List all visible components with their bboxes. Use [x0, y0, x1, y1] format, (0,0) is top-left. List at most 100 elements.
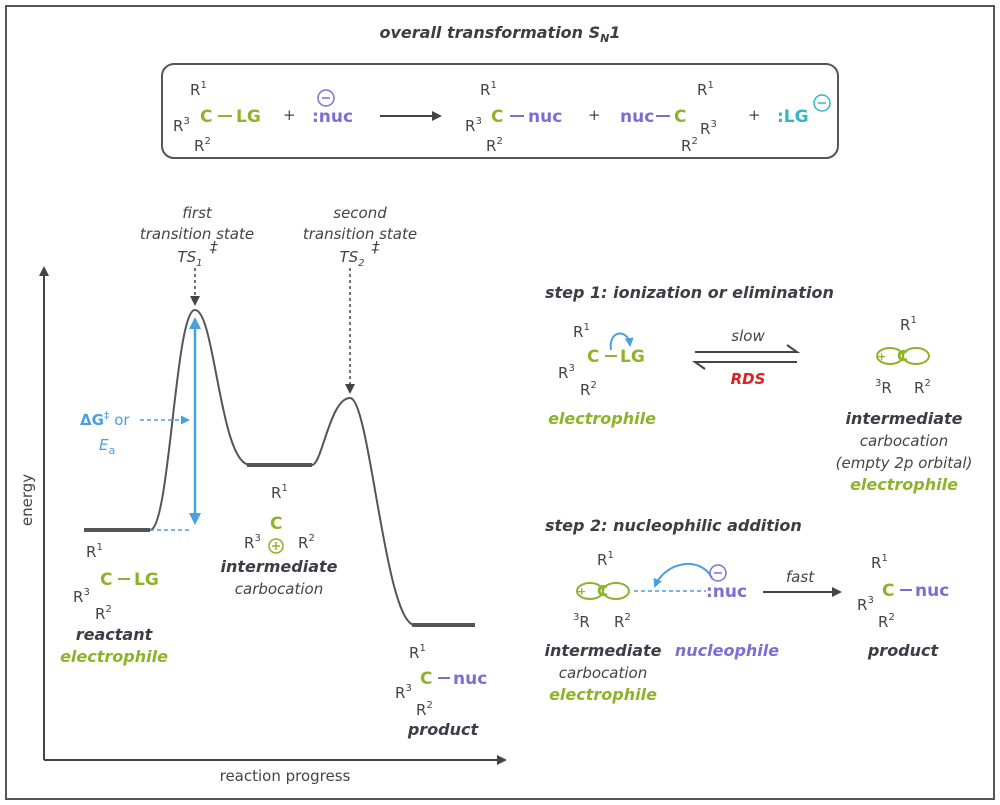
- svg-text:R2: R2: [681, 136, 698, 155]
- step1-product: R1 + C 3R R2 intermediate carbocation (e…: [836, 315, 973, 494]
- svg-text:R3: R3: [173, 116, 190, 135]
- svg-text:R2: R2: [95, 604, 112, 623]
- svg-text::LG: :LG: [777, 107, 809, 127]
- overall-leaving-group: :LG: [777, 94, 831, 127]
- svg-text:R2: R2: [486, 136, 503, 155]
- svg-text:electrophile: electrophile: [548, 409, 656, 428]
- svg-text:carbocation: carbocation: [860, 432, 948, 450]
- plus-3: +: [748, 106, 761, 124]
- svg-text::nuc: :nuc: [312, 107, 353, 127]
- svg-text:nuc: nuc: [528, 107, 562, 127]
- svg-text:second: second: [333, 204, 387, 222]
- svg-text:R3: R3: [700, 119, 717, 138]
- activation-energy-label: ΔG‡ or Ea: [80, 409, 130, 457]
- svg-text:product: product: [407, 720, 480, 739]
- svg-text:R1: R1: [871, 553, 888, 572]
- svg-text:LG: LG: [134, 570, 159, 590]
- svg-text:‡: ‡: [209, 238, 218, 256]
- svg-text:reactant: reactant: [76, 625, 154, 644]
- svg-text:R1: R1: [900, 315, 917, 334]
- svg-text::nuc: :nuc: [706, 582, 747, 602]
- step1-reactant: R1 R3 R2 C LG electrophile: [548, 322, 656, 428]
- svg-text:C: C: [200, 107, 212, 127]
- svg-text:intermediate: intermediate: [544, 641, 661, 660]
- step2-product: R1 R3 R2 C nuc product: [857, 553, 949, 660]
- intermediate-structure: R1 R3 R2 C intermediate carbocation: [220, 483, 337, 598]
- svg-text:R3: R3: [465, 116, 482, 135]
- step2-forward-arrow: fast: [763, 568, 842, 597]
- svg-text:electrophile: electrophile: [60, 647, 168, 666]
- svg-text:R2: R2: [914, 378, 931, 397]
- svg-text:carbocation: carbocation: [559, 664, 647, 682]
- svg-text:C: C: [491, 107, 503, 127]
- svg-text:intermediate: intermediate: [220, 557, 337, 576]
- svg-text:LG: LG: [236, 107, 261, 127]
- svg-text:C: C: [897, 347, 908, 365]
- svg-text:electrophile: electrophile: [850, 475, 958, 494]
- svg-text:C: C: [882, 581, 894, 601]
- step2-carbocation: R1 + C 3R R2 intermediate carbocation el…: [544, 550, 661, 704]
- svg-text:RDS: RDS: [731, 370, 766, 388]
- svg-text:+: +: [577, 585, 586, 598]
- svg-text:fast: fast: [786, 568, 815, 586]
- overall-nucleophile: :nuc: [312, 89, 353, 127]
- svg-text:nuc: nuc: [915, 581, 949, 601]
- svg-text:R1: R1: [190, 80, 207, 99]
- svg-text:C: C: [270, 514, 282, 534]
- svg-text:R1: R1: [86, 542, 103, 561]
- overall-product-1: R1 R3 R2 C nuc: [465, 80, 562, 155]
- step2-title: step 2: nucleophilic addition: [545, 516, 802, 535]
- svg-text:carbocation: carbocation: [235, 580, 323, 598]
- svg-text:R1: R1: [697, 80, 714, 99]
- svg-text:product: product: [867, 641, 940, 660]
- svg-text:transition state: transition state: [140, 225, 254, 243]
- svg-text:R1: R1: [597, 550, 614, 569]
- svg-text:R3: R3: [395, 683, 412, 702]
- svg-text:R1: R1: [409, 643, 426, 662]
- svg-text:overall transformation SN1: overall transformation SN1: [379, 23, 620, 45]
- svg-text:C: C: [420, 669, 432, 689]
- step2-nucleophile: :nuc nucleophile: [675, 564, 779, 660]
- svg-text:R2: R2: [580, 380, 597, 399]
- svg-text:R3: R3: [857, 595, 874, 614]
- svg-text:TS1: TS1: [177, 248, 202, 269]
- svg-text:R3: R3: [244, 533, 261, 552]
- svg-text:nucleophile: nucleophile: [675, 641, 779, 660]
- x-axis-label: reaction progress: [220, 767, 351, 785]
- svg-text:R3: R3: [73, 587, 90, 606]
- svg-text:R2: R2: [194, 136, 211, 155]
- svg-text:R2: R2: [298, 533, 315, 552]
- step2-curved-arrow: [653, 562, 713, 588]
- step1-equilibrium: slow RDS: [691, 327, 801, 388]
- y-axis-label: energy: [18, 474, 36, 526]
- svg-text:R2: R2: [878, 612, 895, 631]
- overall-reactant: R1 R3 R2 C LG: [173, 80, 261, 155]
- svg-text:R1: R1: [480, 80, 497, 99]
- svg-text:R3: R3: [558, 363, 575, 382]
- svg-text:R1: R1: [573, 322, 590, 341]
- svg-text:C: C: [674, 107, 686, 127]
- ts1-label: first transition state TS1 ‡: [140, 204, 254, 269]
- energy-curve: [149, 308, 416, 626]
- overall-product-2: nuc C R1 R3 R2: [620, 80, 717, 155]
- overall-reaction-box: [161, 63, 839, 159]
- svg-text:‡: ‡: [371, 238, 380, 256]
- svg-text:3R: 3R: [573, 612, 590, 631]
- svg-text:R1: R1: [271, 483, 288, 502]
- plus-1: +: [283, 106, 296, 124]
- svg-text:first: first: [182, 204, 213, 222]
- svg-text:Ea: Ea: [99, 436, 115, 457]
- svg-text:R2: R2: [614, 612, 631, 631]
- svg-text:slow: slow: [731, 327, 765, 345]
- svg-text:electrophile: electrophile: [549, 685, 657, 704]
- svg-text:C: C: [587, 347, 599, 367]
- svg-text:transition state: transition state: [303, 225, 417, 243]
- svg-text:+: +: [877, 350, 886, 363]
- svg-text:ΔG‡ or: ΔG‡ or: [80, 409, 130, 429]
- svg-text:C: C: [100, 570, 112, 590]
- svg-text:R2: R2: [416, 700, 433, 719]
- svg-text:C: C: [597, 582, 608, 600]
- energy-axes: [39, 266, 507, 765]
- svg-text:nuc: nuc: [620, 107, 654, 127]
